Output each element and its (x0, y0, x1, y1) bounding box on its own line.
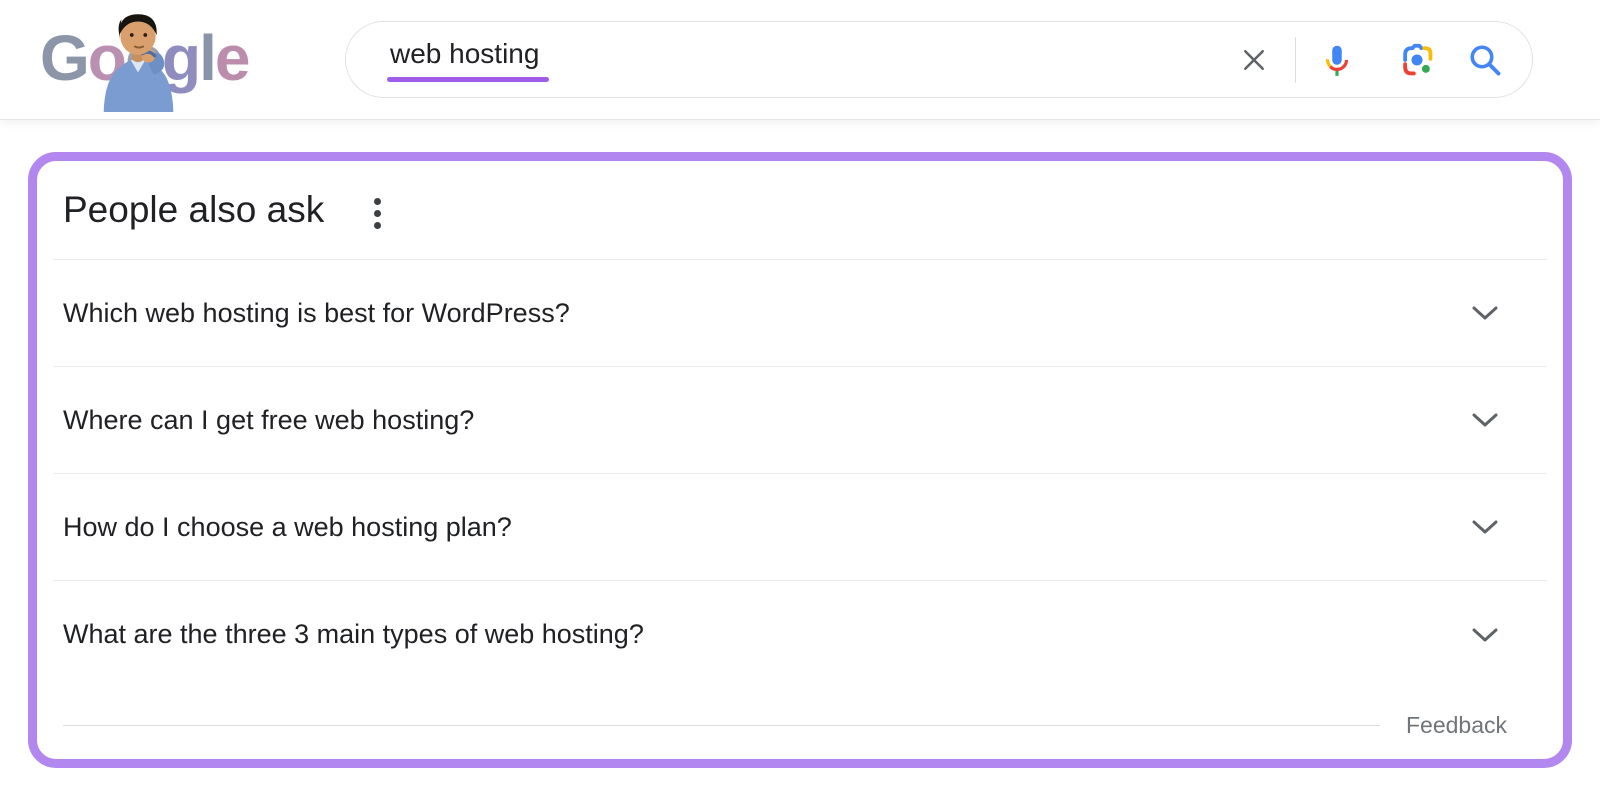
doodle-person-illustration (103, 14, 174, 112)
close-icon (1244, 49, 1264, 70)
search-input[interactable]: web hosting (387, 37, 550, 82)
query-highlight-underline (387, 76, 550, 82)
paa-question-row[interactable]: What are the three 3 main types of web h… (53, 581, 1547, 688)
search-submit-button[interactable] (1460, 35, 1510, 85)
paa-question-row[interactable]: Where can I get free web hosting? (53, 367, 1547, 474)
paa-question-text: Which web hosting is best for WordPress? (63, 297, 570, 328)
paa-question-text: What are the three 3 main types of web h… (63, 619, 644, 649)
paa-title: People also ask (63, 189, 325, 230)
search-box[interactable]: web hosting (345, 21, 1533, 98)
clear-search-button[interactable] (1229, 35, 1279, 85)
chevron-down-icon[interactable] (1471, 305, 1499, 321)
google-logo-text: Google (40, 22, 250, 94)
paa-question-text: Where can I get free web hosting? (63, 404, 475, 435)
people-also-ask-box: People also ask Which web hosting is bes… (28, 152, 1572, 768)
chevron-down-icon[interactable] (1471, 519, 1499, 535)
lens-icon (1403, 43, 1433, 75)
chevron-down-icon[interactable] (1471, 627, 1499, 643)
paa-title-row: People also ask (53, 161, 1547, 260)
search-icon (1470, 44, 1501, 75)
google-lens-button[interactable] (1392, 35, 1442, 85)
search-query-text[interactable]: web hosting (390, 37, 540, 69)
more-options-icon[interactable] (366, 190, 389, 237)
search-header: Google web hosting (0, 0, 1600, 119)
voice-search-button[interactable] (1312, 35, 1362, 85)
paa-question-text: How do I choose a web hosting plan? (63, 511, 512, 542)
paa-question-row[interactable]: Which web hosting is best for WordPress? (53, 260, 1547, 367)
feedback-link[interactable]: Feedback (1405, 712, 1507, 738)
microphone-icon (1325, 45, 1349, 76)
searchbox-divider (1295, 36, 1296, 83)
google-doodle-logo[interactable]: Google (40, 8, 255, 112)
chevron-down-icon[interactable] (1471, 412, 1499, 428)
feedback-divider (63, 725, 1380, 726)
paa-feedback-row: Feedback (53, 688, 1547, 769)
paa-question-row[interactable]: How do I choose a web hosting plan? (53, 474, 1547, 581)
